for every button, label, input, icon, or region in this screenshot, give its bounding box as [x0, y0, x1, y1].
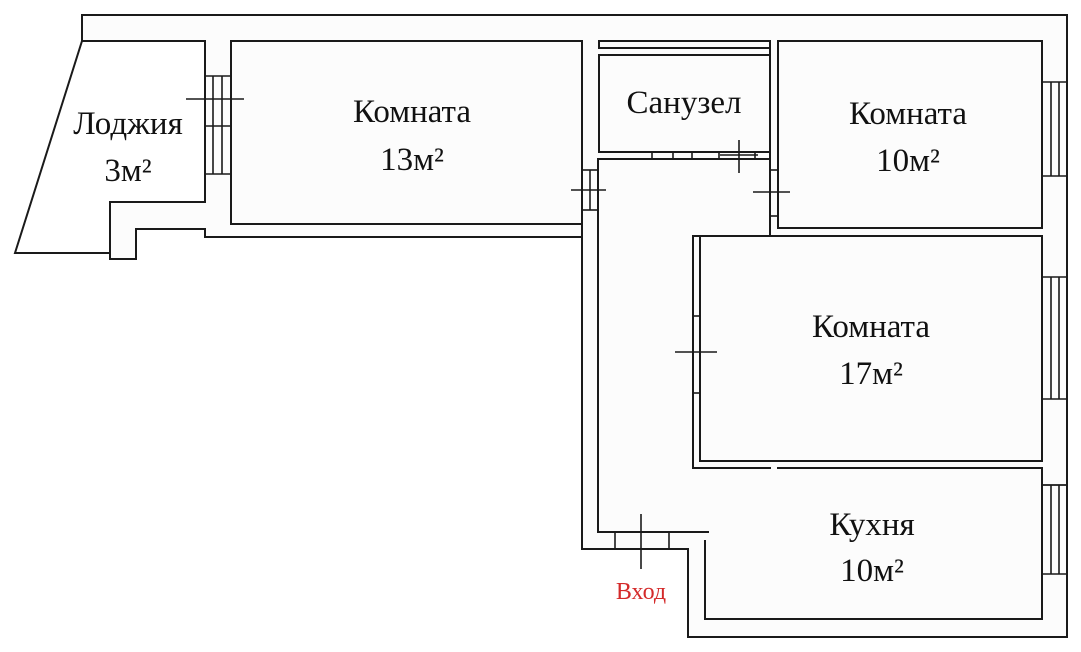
room-13-area: 13м²	[380, 142, 444, 178]
kitchen-outline	[704, 467, 1043, 620]
room-10-name: Комната	[849, 96, 967, 132]
room-17-area: 17м²	[839, 356, 903, 392]
entrance-label: Вход	[616, 579, 666, 605]
loggia-outline	[13, 40, 206, 254]
kitchen-area: 10м²	[840, 553, 904, 589]
kitchen-window	[1042, 484, 1067, 575]
loggia-area: 3м²	[104, 153, 151, 189]
corridor-walls	[571, 158, 771, 550]
entrance-door	[614, 514, 670, 569]
room-10-area: 10м²	[876, 143, 940, 179]
kitchen-name: Кухня	[829, 507, 914, 543]
room-13-name: Комната	[353, 94, 471, 130]
loggia-window	[186, 75, 244, 175]
bathroom-door	[651, 140, 758, 173]
room-13-outline	[230, 40, 583, 225]
room-17-outline	[699, 235, 1043, 462]
loggia-name: Лоджия	[73, 106, 183, 142]
room-10-door	[753, 169, 790, 217]
room-10-window	[1042, 81, 1067, 177]
room-17-window	[1042, 276, 1067, 486]
room-10-outline	[777, 40, 1043, 229]
bathroom-name: Санузел	[627, 85, 742, 121]
room-17-name: Комната	[812, 309, 930, 345]
room-17-door	[675, 315, 717, 394]
